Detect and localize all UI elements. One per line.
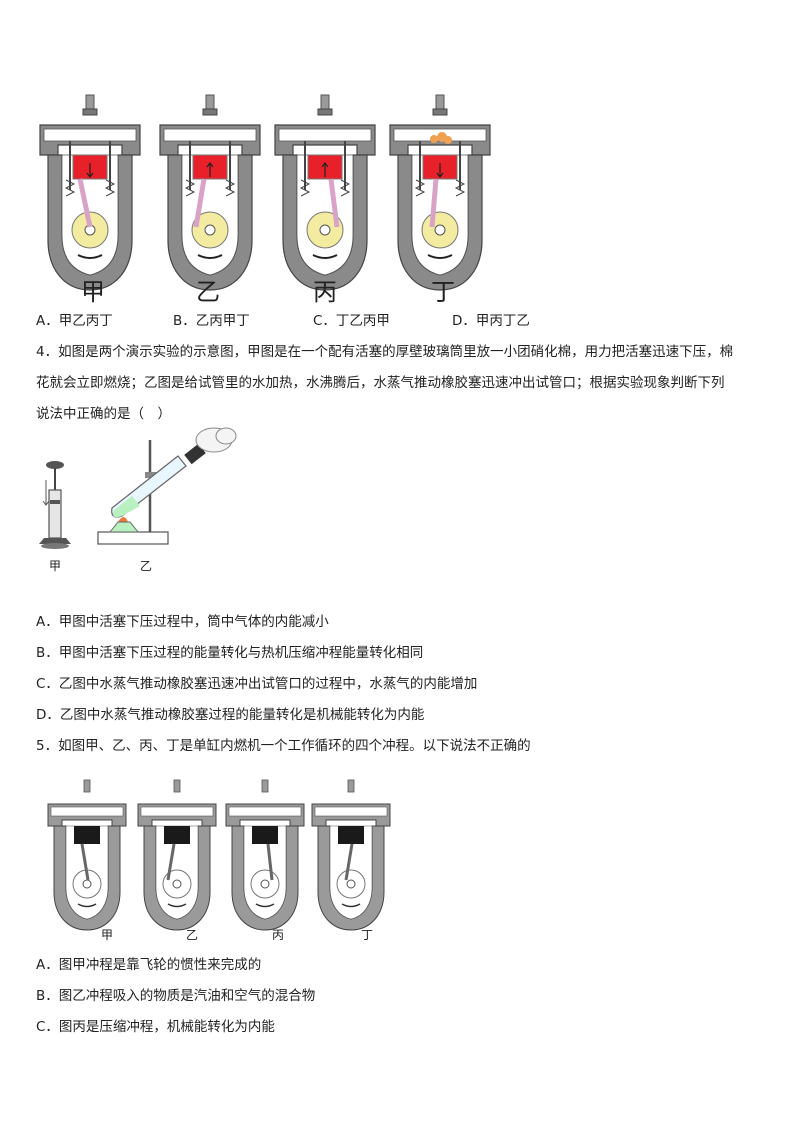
q4-option-b: B．甲图中活塞下压过程的能量转化与热机压缩冲程能量转化相同 [36, 645, 424, 661]
q4-cylinder-apparatus [39, 461, 71, 549]
q5-label-jia: 甲 [100, 928, 113, 942]
q4-label-jia: 甲 [48, 559, 61, 573]
q4-option-a: A．甲图中活塞下压过程中，筒中气体的内能减小 [36, 614, 329, 630]
q5-option-c: C．图丙是压缩冲程，机械能转化为内能 [36, 1019, 275, 1035]
q3-label-yi: 乙 [196, 278, 220, 306]
engine-bing [274, 94, 376, 291]
q5-label-yi: 乙 [185, 928, 198, 942]
q3-label-jia: 甲 [81, 278, 105, 306]
q3-option-c: C．丁乙丙甲 [313, 313, 390, 329]
q5-engine-bing [225, 779, 305, 931]
q4-test-tube-apparatus [97, 427, 237, 545]
q3-label-ding: 丁 [431, 278, 455, 306]
q4-stem-line-3: 说法中正确的是（ ） [36, 406, 171, 422]
q3-option-d: D．甲丙丁乙 [452, 313, 530, 329]
engine-jia [39, 94, 141, 291]
q5-engine-ding [311, 779, 391, 931]
q5-label-ding: 丁 [360, 928, 373, 942]
q4-option-d: D．乙图中水蒸气推动橡胶塞过程的能量转化是机械能转化为内能 [36, 707, 425, 723]
q4-experiment-figure [39, 427, 237, 549]
q4-label-yi: 乙 [139, 559, 152, 573]
q5-engine-figure [47, 779, 391, 931]
q4-option-c: C．乙图中水蒸气推动橡胶塞迅速冲出试管口的过程中，水蒸气的内能增加 [36, 676, 478, 692]
q5-engine-jia [47, 779, 127, 931]
q5-stem: 5．如图甲、乙、丙、丁是单缸内燃机一个工作循环的四个冲程。以下说法不正确的 [36, 738, 531, 754]
q5-label-bing: 丙 [271, 928, 284, 942]
engine-yi [159, 94, 261, 291]
q3-engine-figure [39, 94, 491, 291]
engine-ding [389, 94, 491, 291]
q5-engine-yi [137, 779, 217, 931]
q3-option-a: A．甲乙丙丁 [36, 313, 113, 329]
q4-stem-line-2: 花就会立即燃烧；乙图是给试管里的水加热，水沸腾后，水蒸气推动橡胶塞迅速冲出试管口… [36, 375, 725, 391]
q4-stem-line-1: 4．如图是两个演示实验的示意图，甲图是在一个配有活塞的厚壁玻璃筒里放一小团硝化棉… [36, 344, 734, 360]
q5-option-a: A．图甲冲程是靠飞轮的惯性来完成的 [36, 957, 262, 973]
q3-label-bing: 丙 [313, 278, 337, 306]
q5-option-b: B．图乙冲程吸入的物质是汽油和空气的混合物 [36, 988, 316, 1004]
q3-option-b: B．乙丙甲丁 [173, 313, 250, 329]
